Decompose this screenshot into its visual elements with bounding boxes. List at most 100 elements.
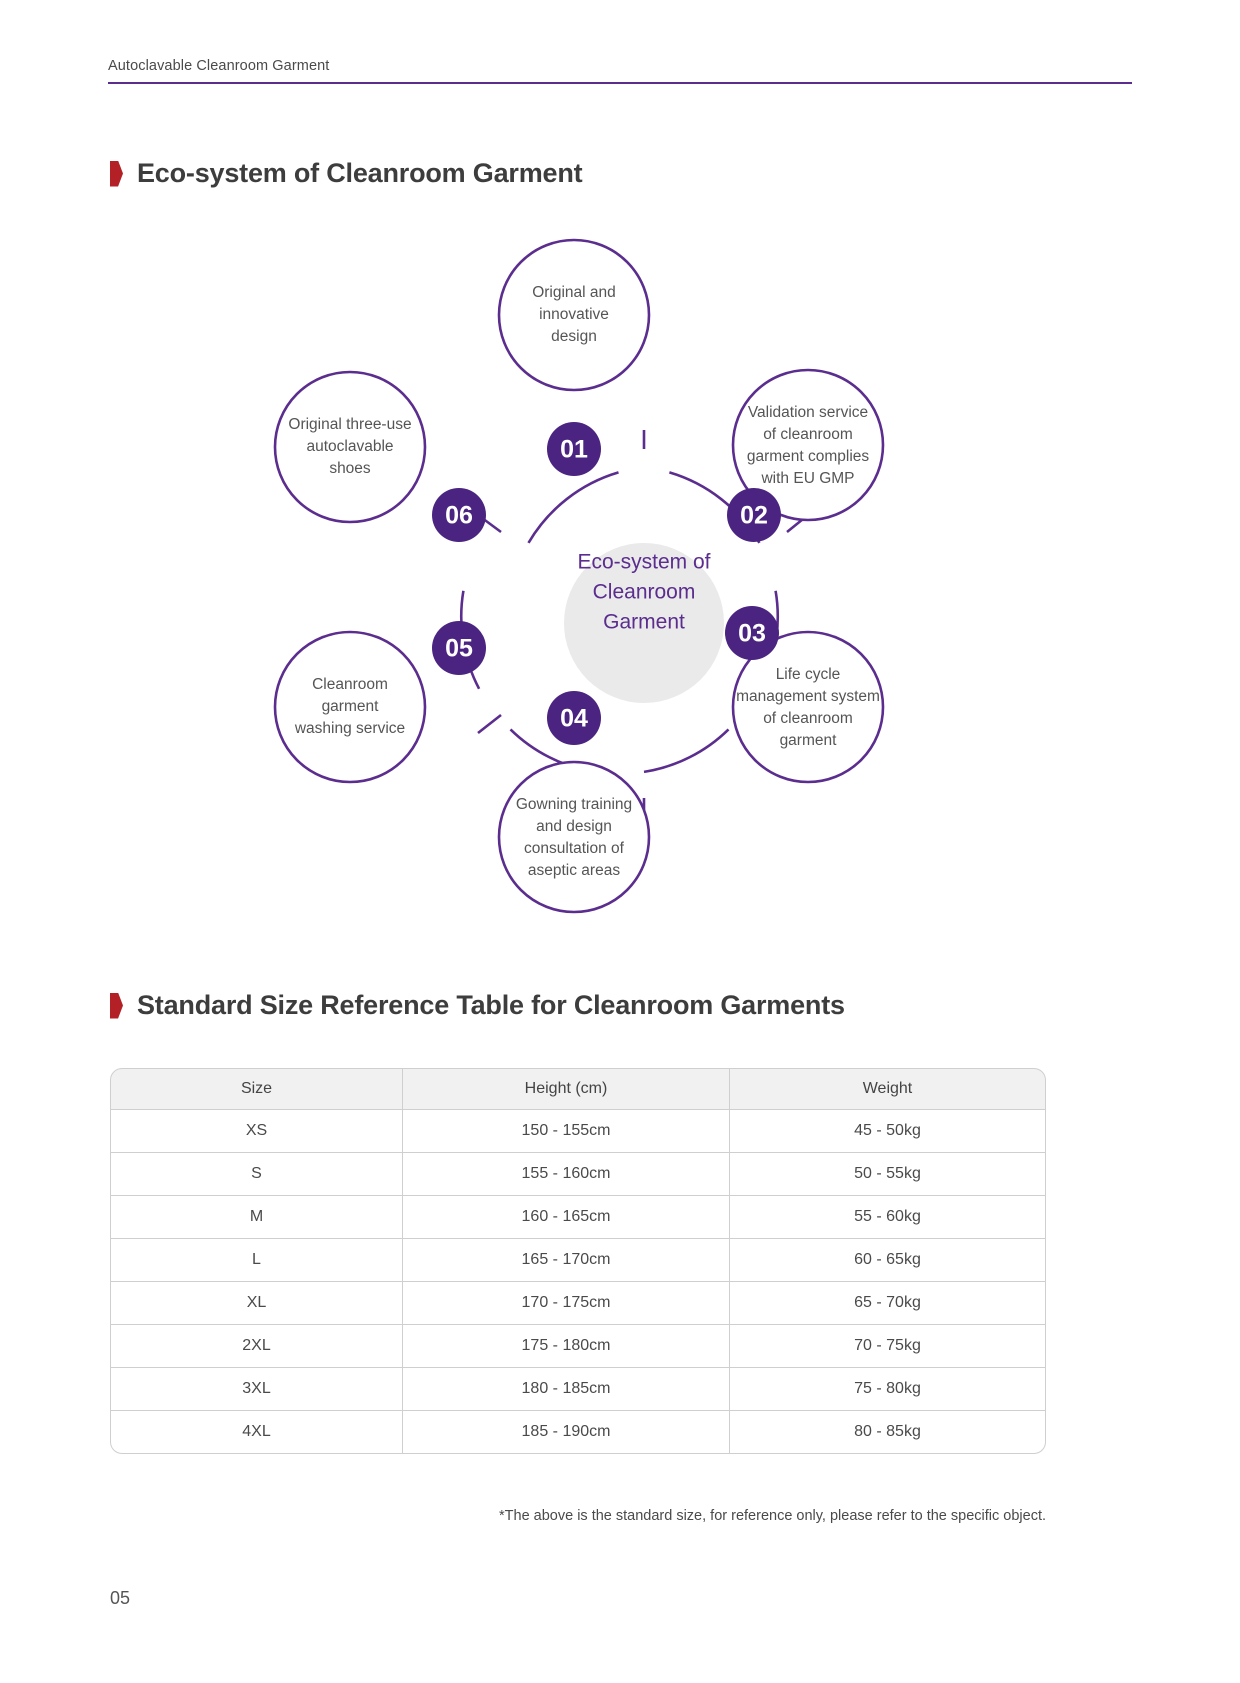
ecosystem-node-06[interactable]: Original three-use autoclavable shoes 06: [273, 370, 486, 542]
cell-height: 180 - 185cm: [403, 1368, 730, 1411]
cell-height: 155 - 160cm: [403, 1153, 730, 1196]
bubble-04-line-1: Gowning training: [516, 796, 632, 813]
bubble-outline-03: [731, 630, 885, 784]
ecosystem-node-03[interactable]: Life cycle management system of cleanroo…: [725, 606, 885, 784]
bubble-outline-02: [731, 368, 885, 522]
bubble-02-line-1: Validation service: [748, 404, 868, 421]
cell-size: S: [110, 1153, 403, 1196]
bubble-02-line-3: garment complies: [747, 448, 870, 465]
table-heading-label: Standard Size Reference Table for Cleanr…: [137, 990, 845, 1020]
table-row: 2XL 175 - 180cm 70 - 75kg: [110, 1325, 1046, 1368]
cell-height: 175 - 180cm: [403, 1325, 730, 1368]
cell-height: 150 - 155cm: [403, 1110, 730, 1153]
cell-size: 4XL: [110, 1411, 403, 1454]
hub-line-1: Eco-system of: [577, 551, 710, 574]
bubble-06-line-3: shoes: [329, 460, 371, 477]
cell-height: 160 - 165cm: [403, 1196, 730, 1239]
node-badge-03[interactable]: [725, 606, 779, 660]
cell-size: L: [110, 1239, 403, 1282]
cell-weight: 60 - 65kg: [730, 1239, 1046, 1282]
bubble-03-line-3: of cleanroom: [763, 710, 853, 727]
stem-05: [477, 713, 502, 735]
cell-weight: 55 - 60kg: [730, 1196, 1046, 1239]
table-row: 3XL 180 - 185cm 75 - 80kg: [110, 1368, 1046, 1411]
hub-line-3: Garment: [603, 611, 685, 634]
table-body: XS 150 - 155cm 45 - 50kg S 155 - 160cm 5…: [110, 1110, 1046, 1454]
ecosystem-node-01[interactable]: Original and innovative design 01: [497, 238, 651, 476]
ecosystem-node-05[interactable]: Cleanroom garment washing service 05: [273, 621, 486, 784]
eco-heading-label: Eco-system of Cleanroom Garment: [137, 158, 583, 188]
bubble-05-line-1: Cleanroom: [312, 676, 388, 693]
node-number-03: 03: [738, 620, 766, 648]
node-badge-05[interactable]: [432, 621, 486, 675]
cell-weight: 50 - 55kg: [730, 1153, 1046, 1196]
node-number-01: 01: [560, 436, 588, 464]
table-row: XS 150 - 155cm 45 - 50kg: [110, 1110, 1046, 1153]
hub-circle: [564, 543, 724, 703]
ecosystem-diagram: Eco-system of Cleanroom Garment Original…: [108, 215, 1132, 935]
cell-weight: 80 - 85kg: [730, 1411, 1046, 1454]
cell-height: 170 - 175cm: [403, 1282, 730, 1325]
bubble-outline-04: [497, 760, 651, 914]
bubble-03-line-2: management system: [736, 688, 880, 705]
bubble-01-line-1: Original and: [532, 284, 616, 301]
bubble-04-line-4: aseptic areas: [528, 862, 620, 879]
size-table-title: Standard Size Reference Table for Cleanr…: [110, 990, 845, 1021]
bubble-05-line-2: garment: [322, 698, 380, 715]
hub-line-2: Cleanroom: [593, 581, 696, 604]
header-divider-rule: [108, 82, 1132, 84]
page-running-header: Autoclavable Cleanroom Garment: [108, 58, 1132, 84]
cell-size: XS: [110, 1110, 403, 1153]
bubble-05-line-3: washing service: [294, 720, 405, 737]
node-number-05: 05: [445, 635, 473, 663]
table-footnote: *The above is the standard size, for ref…: [499, 1508, 1046, 1524]
ecosystem-node-04[interactable]: Gowning training and design consultation…: [497, 691, 651, 914]
ecosystem-node-02[interactable]: Validation service of cleanroom garment …: [727, 368, 885, 542]
cell-size: 3XL: [110, 1368, 403, 1411]
cell-height: 165 - 170cm: [403, 1239, 730, 1282]
node-badge-02[interactable]: [727, 488, 781, 542]
node-number-04: 04: [560, 705, 588, 733]
page-number: 05: [110, 1588, 131, 1608]
bubble-04-line-2: and design: [536, 818, 612, 835]
table-row: XL 170 - 175cm 65 - 70kg: [110, 1282, 1046, 1325]
table-row: L 165 - 170cm 60 - 65kg: [110, 1239, 1046, 1282]
table-header-row: Size Height (cm) Weight: [110, 1068, 1046, 1110]
bubble-01-line-2: innovative: [539, 306, 609, 323]
bubble-outline-05: [273, 630, 427, 784]
bubble-02-line-4: with EU GMP: [760, 470, 854, 487]
bubble-outline-06: [273, 370, 427, 524]
node-badge-04[interactable]: [547, 691, 601, 745]
arrow-marker-icon: [110, 992, 123, 1019]
arrow-marker-icon: [110, 160, 123, 187]
bubble-04-line-3: consultation of: [524, 840, 625, 857]
cell-weight: 45 - 50kg: [730, 1110, 1046, 1153]
bubble-03-line-4: garment: [780, 732, 838, 749]
bubble-03-line-1: Life cycle: [776, 666, 841, 683]
cell-weight: 65 - 70kg: [730, 1282, 1046, 1325]
column-header-weight: Weight: [730, 1068, 1046, 1110]
column-header-size: Size: [110, 1068, 403, 1110]
bubble-02-line-2: of cleanroom: [763, 426, 853, 443]
bubble-06-line-2: autoclavable: [306, 438, 393, 455]
page-title: Eco-system of Cleanroom Garment: [110, 158, 583, 189]
bubble-06-line-1: Original three-use: [288, 416, 411, 433]
table-row: S 155 - 160cm 50 - 55kg: [110, 1153, 1046, 1196]
node-number-02: 02: [740, 502, 768, 530]
cell-size: 2XL: [110, 1325, 403, 1368]
bubble-01-line-3: design: [551, 328, 597, 345]
size-reference-table: Size Height (cm) Weight XS 150 - 155cm 4…: [110, 1068, 1046, 1454]
cell-size: XL: [110, 1282, 403, 1325]
bubble-outline-01: [497, 238, 651, 392]
running-header-text: Autoclavable Cleanroom Garment: [108, 58, 330, 74]
cell-height: 185 - 190cm: [403, 1411, 730, 1454]
cell-size: M: [110, 1196, 403, 1239]
cell-weight: 75 - 80kg: [730, 1368, 1046, 1411]
table-row: 4XL 185 - 190cm 80 - 85kg: [110, 1411, 1046, 1454]
cell-weight: 70 - 75kg: [730, 1325, 1046, 1368]
table-row: M 160 - 165cm 55 - 60kg: [110, 1196, 1046, 1239]
node-number-06: 06: [445, 502, 473, 530]
node-badge-01[interactable]: [547, 422, 601, 476]
node-badge-06[interactable]: [432, 488, 486, 542]
column-header-height: Height (cm): [403, 1068, 730, 1110]
